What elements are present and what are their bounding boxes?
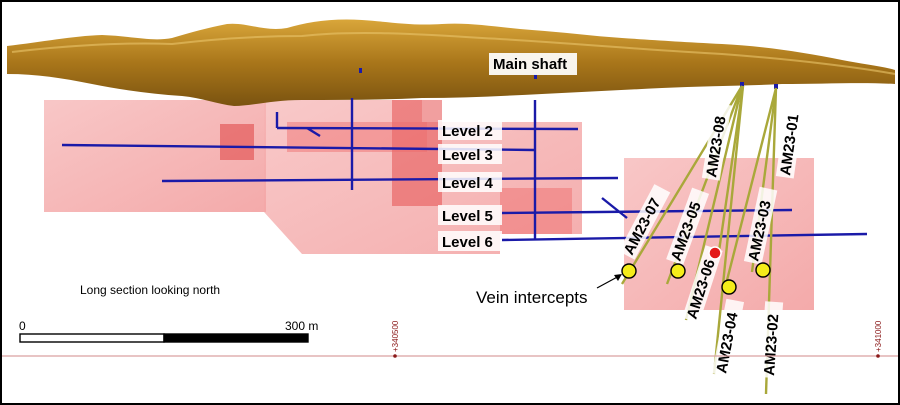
trace-am23-04 <box>712 85 745 375</box>
level-2-drift <box>276 126 579 131</box>
ramp-1 <box>601 197 628 219</box>
stope-panel-west-dark <box>220 124 254 160</box>
level-label: Level 4 <box>442 175 494 192</box>
drill-hole-label: AM23-02 <box>761 314 782 377</box>
main-shaft-label: Main shaft <box>493 56 567 73</box>
vein-intercepts <box>621 246 771 295</box>
trace-am23-08 <box>716 85 745 259</box>
main-shaft-label-bg <box>489 53 577 75</box>
stope-panel-core <box>392 100 442 206</box>
trace-am23-03 <box>722 87 778 293</box>
grid-coordinate-label: +340500 <box>391 320 400 352</box>
level-label: Level 5 <box>442 208 493 225</box>
terrain-highlight <box>11 31 896 75</box>
intercept-marker <box>670 263 686 279</box>
intercept-marker <box>621 263 637 279</box>
level-label: Level 3 <box>442 147 493 164</box>
scale-start-label: 0 <box>19 319 26 333</box>
long-section-caption: Long section looking north <box>80 283 220 297</box>
raise-1 <box>306 126 321 138</box>
level-label: Level 2 <box>442 123 493 140</box>
level-label: Level 6 <box>442 234 493 251</box>
level-labels: Level 2 Level 3 Level 4 Level 5 Level 6 <box>438 120 502 251</box>
scale-bar: 0 300 m <box>19 319 318 343</box>
vein-intercepts-label: Vein intercepts <box>476 288 588 307</box>
grid-tick: +340500 <box>391 320 400 358</box>
grid-tick: +341000 <box>874 320 883 358</box>
intercept-marker <box>721 279 737 295</box>
surface-collars <box>359 68 778 89</box>
terrain-surface <box>7 19 895 107</box>
drill-hole-labels: AM23-07 AM23-05 AM23-06 AM23-08 AM23-04 … <box>618 100 805 379</box>
scale-end-label: 300 m <box>285 319 318 333</box>
intercept-marker <box>755 262 771 278</box>
grid-coordinate-label: +341000 <box>874 320 883 352</box>
level-4-drift <box>161 176 619 183</box>
intercept-marker-red <box>708 246 722 260</box>
